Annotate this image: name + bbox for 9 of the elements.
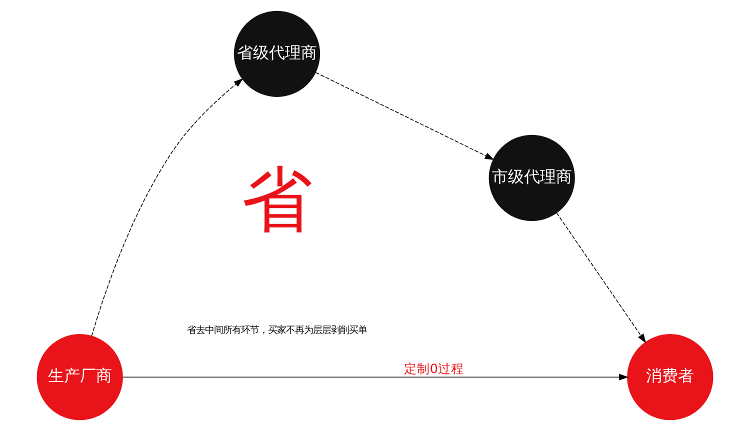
label: 省去中间所有环节，买家不再为层层剥削买单: [187, 324, 368, 336]
arrow: [91, 78, 244, 336]
arrow: [556, 212, 646, 344]
arrow: [122, 374, 629, 380]
node-circle: 市级代理商: [488, 134, 575, 222]
arrow: [315, 72, 494, 160]
node-circle: 生产厂商: [36, 334, 123, 420]
edge-label: 定制0过程: [404, 361, 464, 376]
label: 省: [242, 158, 313, 242]
